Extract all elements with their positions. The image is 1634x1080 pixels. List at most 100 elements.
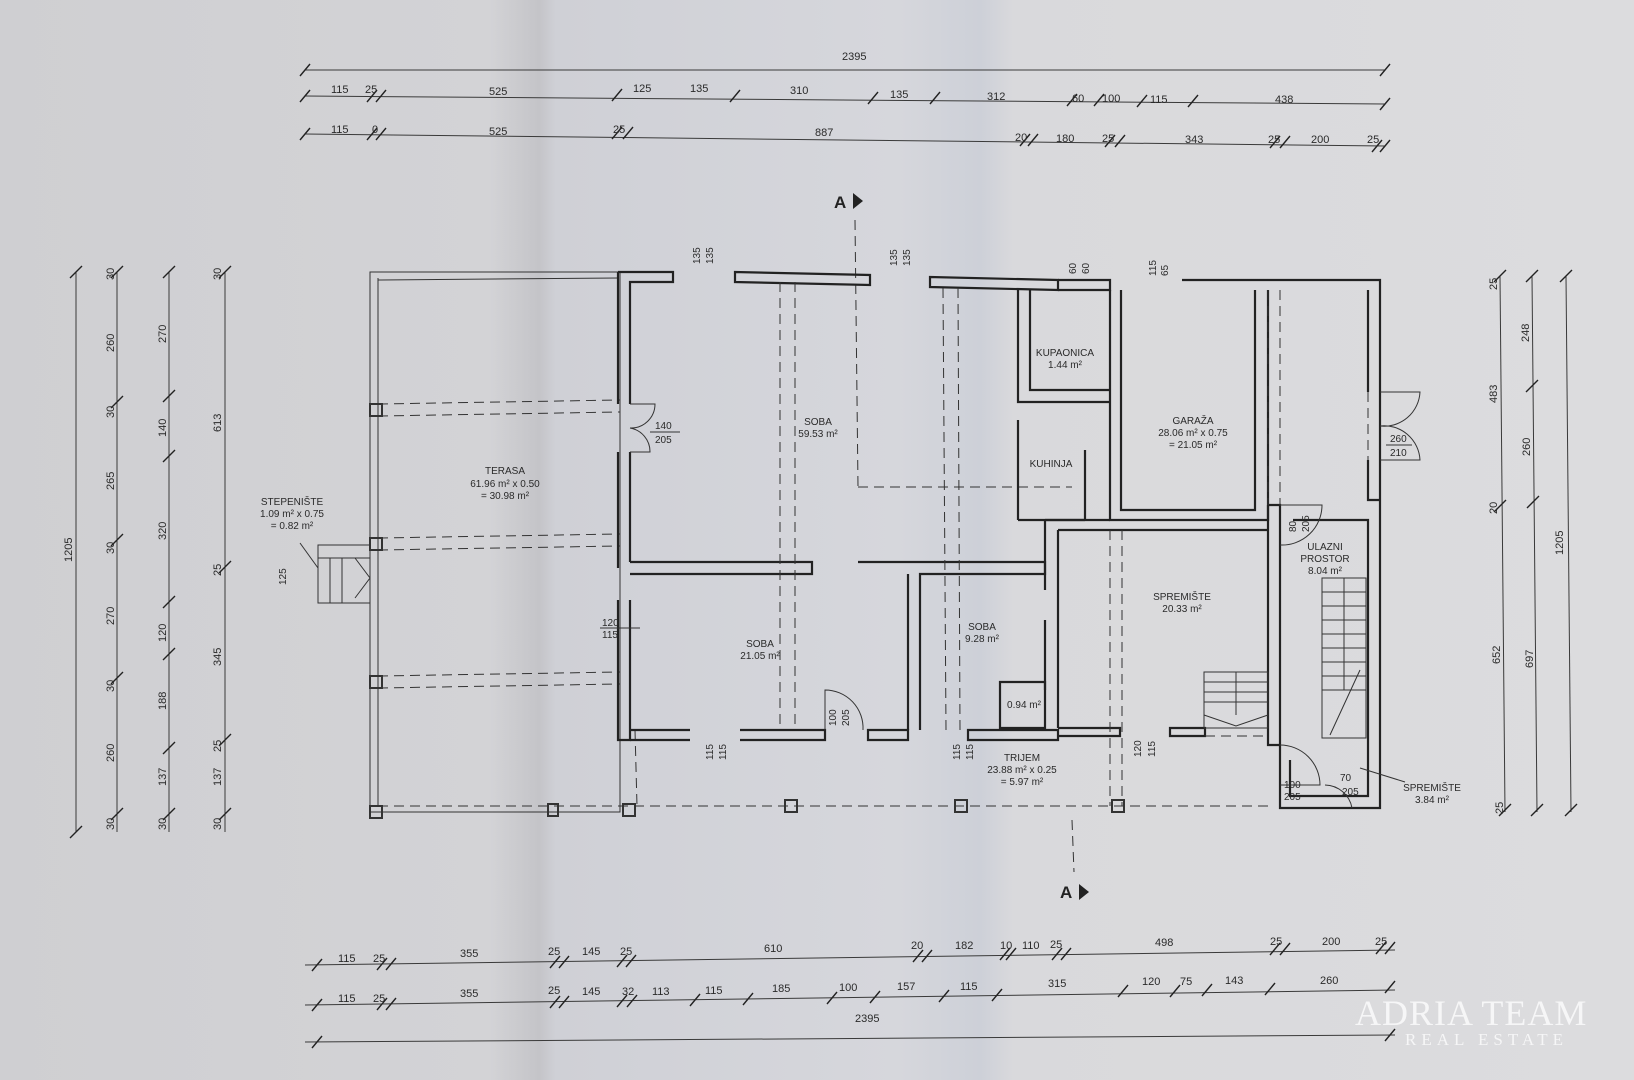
section-marker-top: A [834,193,863,212]
svg-text:25: 25 [1102,133,1114,145]
svg-text:115: 115 [1148,260,1159,276]
svg-text:483: 483 [1488,385,1500,403]
svg-text:137: 137 [212,768,224,786]
svg-text:120: 120 [1142,976,1160,988]
dim-line-top-2 [304,133,1386,147]
svg-text:25: 25 [1050,939,1062,951]
room-soba-large: SOBA 59.53 m² [798,417,838,440]
terrace-outline [369,271,1270,819]
dim-line-top-1 [304,95,1386,105]
svg-text:438: 438 [1275,94,1293,106]
room-kuhinja: KUHINJA [1030,459,1073,470]
svg-text:20.33 m²: 20.33 m² [1162,604,1202,615]
svg-text:60: 60 [1072,93,1084,105]
svg-text:355: 355 [460,988,478,1000]
svg-text:8.04 m²: 8.04 m² [1308,566,1343,577]
svg-text:25: 25 [1488,278,1500,290]
svg-text:320: 320 [157,522,169,540]
svg-text:28.06 m² x 0.75: 28.06 m² x 0.75 [1158,428,1228,439]
svg-text:30: 30 [212,268,224,280]
svg-text:140: 140 [655,421,672,432]
svg-text:PROSTOR: PROSTOR [1300,554,1349,565]
svg-text:SOBA: SOBA [804,417,832,428]
svg-text:TERASA: TERASA [485,466,525,477]
svg-text:9.28 m²: 9.28 m² [965,634,1000,645]
svg-text:260: 260 [105,744,117,762]
svg-text:498: 498 [1155,937,1173,949]
svg-text:25: 25 [548,985,560,997]
svg-text:= 30.98 m²: = 30.98 m² [481,491,530,502]
svg-text:= 5.97 m²: = 5.97 m² [1001,777,1044,788]
svg-text:25: 25 [373,953,385,965]
svg-text:= 0.82 m²: = 0.82 m² [271,521,314,532]
svg-text:0: 0 [372,124,378,136]
svg-text:157: 157 [897,981,915,993]
svg-text:30: 30 [105,268,117,280]
dim-bottom-overall: 2395 [855,1013,879,1025]
svg-text:75: 75 [1180,976,1192,988]
svg-text:135: 135 [902,249,913,266]
svg-text:60: 60 [1081,262,1092,274]
watermark-tagline: REAL ESTATE [1405,1030,1569,1049]
svg-text:135: 135 [890,89,908,101]
svg-text:145: 145 [582,946,600,958]
svg-text:A: A [834,193,846,212]
svg-text:70: 70 [1340,773,1352,784]
svg-text:23.88 m² x 0.25: 23.88 m² x 0.25 [987,765,1057,776]
svg-text:135: 135 [692,247,703,264]
svg-text:125: 125 [633,83,651,95]
svg-text:115: 115 [331,84,349,96]
svg-text:30: 30 [212,818,224,830]
svg-text:STEPENIŠTE: STEPENIŠTE [261,495,324,508]
svg-text:260: 260 [1320,975,1338,987]
svg-text:25: 25 [373,993,385,1005]
svg-text:115: 115 [965,744,976,760]
svg-text:25: 25 [1268,134,1280,146]
svg-text:120: 120 [1133,740,1144,757]
svg-text:SPREMIŠTE: SPREMIŠTE [1403,781,1461,794]
svg-text:310: 310 [790,85,808,97]
dim-top-overall: 2395 [842,51,866,63]
svg-text:200: 200 [1322,936,1340,948]
svg-text:100: 100 [839,982,857,994]
svg-text:65: 65 [1160,264,1171,276]
svg-text:115: 115 [602,630,618,641]
svg-text:205: 205 [655,435,672,446]
svg-text:205: 205 [1342,787,1359,798]
svg-text:A: A [1060,883,1072,902]
svg-text:10: 10 [1000,940,1012,952]
svg-text:205: 205 [1301,515,1312,532]
svg-text:135: 135 [889,249,900,266]
svg-text:TRIJEM: TRIJEM [1004,753,1040,764]
svg-text:525: 525 [489,86,507,98]
svg-text:343: 343 [1185,134,1203,146]
svg-text:525: 525 [489,126,507,138]
room-soba-small: SOBA 9.28 m² [965,622,1000,645]
svg-text:248: 248 [1520,324,1532,342]
svg-text:260: 260 [1390,434,1407,445]
svg-text:25: 25 [1270,936,1282,948]
svg-text:0.94 m²: 0.94 m² [1007,700,1042,711]
svg-text:115: 115 [718,744,729,760]
room-stepeniste: STEPENIŠTE 1.09 m² x 0.75 = 0.82 m² [260,495,324,532]
svg-text:115: 115 [338,953,356,965]
svg-text:185: 185 [772,983,790,995]
svg-text:200: 200 [1311,134,1329,146]
svg-text:205: 205 [1284,792,1301,803]
building-walls [616,270,1382,810]
svg-text:100: 100 [828,709,839,726]
svg-text:120: 120 [157,624,169,642]
svg-text:260: 260 [1521,438,1533,456]
room-wc-small: 0.94 m² [1007,700,1042,711]
svg-text:345: 345 [212,648,224,666]
svg-text:115: 115 [331,124,349,136]
room-ulazni-prostor: ULAZNI PROSTOR 8.04 m² [1300,542,1349,577]
svg-text:887: 887 [815,127,833,139]
svg-text:610: 610 [764,943,782,955]
svg-text:355: 355 [460,948,478,960]
svg-text:115: 115 [1147,741,1158,757]
svg-text:697: 697 [1524,650,1536,668]
room-kupaonica: KUPAONICA 1.44 m² [1036,348,1094,371]
svg-text:652: 652 [1491,646,1503,664]
